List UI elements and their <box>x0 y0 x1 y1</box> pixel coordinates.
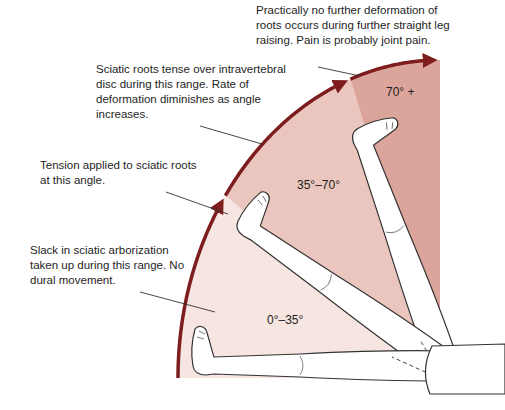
toe-lines <box>197 331 205 339</box>
range-arrow <box>350 60 433 79</box>
angle-range-label: 0°–35° <box>267 313 303 328</box>
angle-range-label: 35°–70° <box>297 178 340 193</box>
angle-range-label: 70° + <box>386 85 415 100</box>
leader-line <box>140 292 215 312</box>
toe-lines <box>385 120 395 130</box>
knee-line <box>300 356 303 375</box>
leader-line <box>318 67 360 76</box>
knee-line <box>386 226 405 235</box>
range-arrow <box>178 202 222 378</box>
leader-line <box>166 192 228 214</box>
toe-lines <box>257 195 268 206</box>
note-text: Tension applied to sciatic roots at this… <box>40 158 205 188</box>
body-outline <box>425 344 505 394</box>
leg-figure <box>192 326 445 381</box>
note-text: Sciatic roots tense over intravertebral … <box>96 62 286 122</box>
note-text: Slack in sciatic arborization taken up d… <box>30 243 192 288</box>
note-text: Practically no further deformation of ro… <box>256 3 461 48</box>
leg-outline <box>192 326 445 381</box>
leader-line <box>200 126 262 144</box>
knee-line <box>320 274 333 291</box>
